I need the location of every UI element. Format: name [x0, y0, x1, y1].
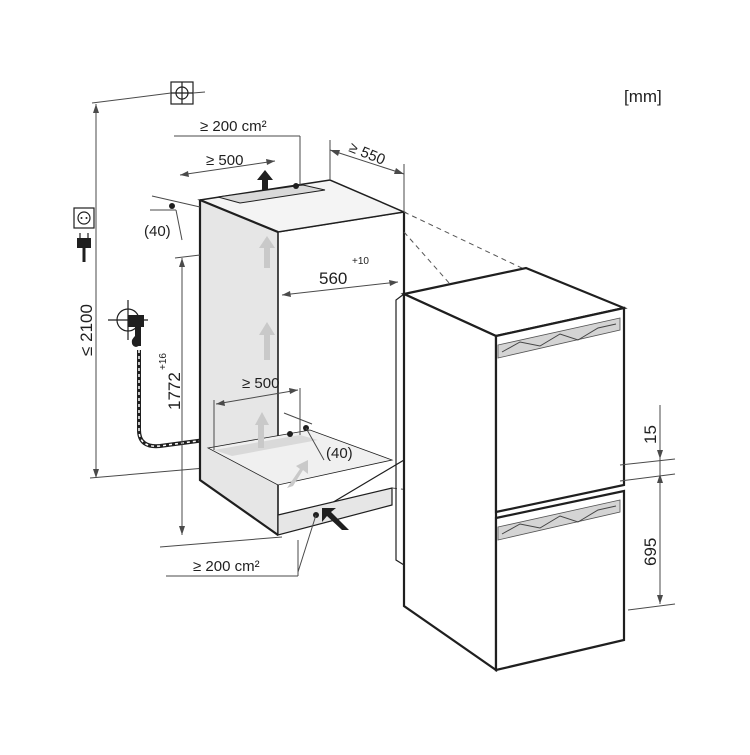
- top-rear-gap-dimension: (40): [144, 195, 201, 241]
- door-gap-label: 15: [641, 425, 660, 444]
- floor-depth-dimension: ≥ 500: [213, 375, 301, 450]
- bottom-vent-label: ≥ 200 cm²: [193, 558, 260, 575]
- upper-door-handle: [497, 317, 621, 359]
- plumb-target-icon: [170, 81, 194, 105]
- top-vent-label: ≥ 200 cm²: [200, 118, 267, 135]
- max-height-label: ≤ 2100: [77, 304, 96, 356]
- floor-rear-gap-label: (40): [326, 445, 353, 462]
- unit-label: [mm]: [624, 87, 662, 106]
- appliance-fridge: [395, 266, 628, 673]
- niche-width-label: 560: [319, 269, 347, 288]
- floor-rear-gap-dimension: (40): [283, 412, 353, 462]
- niche-width-tolerance: +10: [352, 256, 369, 267]
- niche-height-label: 1772: [165, 372, 184, 410]
- top-rear-gap-label: (40): [144, 223, 171, 240]
- top-vent-dimension: ≥ 200 cm²: [174, 118, 301, 189]
- power-socket-icon: [73, 207, 95, 229]
- door-dimensions: 15 695: [619, 405, 676, 611]
- lower-door-height-label: 695: [641, 538, 660, 566]
- niche-height-dimension: 1772 +16: [158, 254, 201, 535]
- floor-depth-label: ≥ 500: [242, 375, 279, 392]
- vent-arrows: [257, 170, 349, 530]
- bottom-vent-dimension: ≥ 200 cm²: [166, 512, 319, 577]
- power-plug-icon: [77, 233, 91, 262]
- niche-height-tolerance: +16: [158, 353, 169, 370]
- projection-lines: [391, 211, 527, 501]
- top-depth-dimension: ≥ 500: [179, 152, 276, 177]
- niche-depth-label: ≥ 550: [347, 139, 388, 169]
- water-tap-icon: [108, 300, 148, 347]
- installation-niche: [197, 179, 407, 537]
- niche-width-dimension: 560 +10: [281, 256, 399, 297]
- lower-door-handle: [497, 499, 621, 541]
- top-depth-label: ≥ 500: [206, 152, 243, 169]
- air-flow-arrow-icon: [255, 236, 308, 488]
